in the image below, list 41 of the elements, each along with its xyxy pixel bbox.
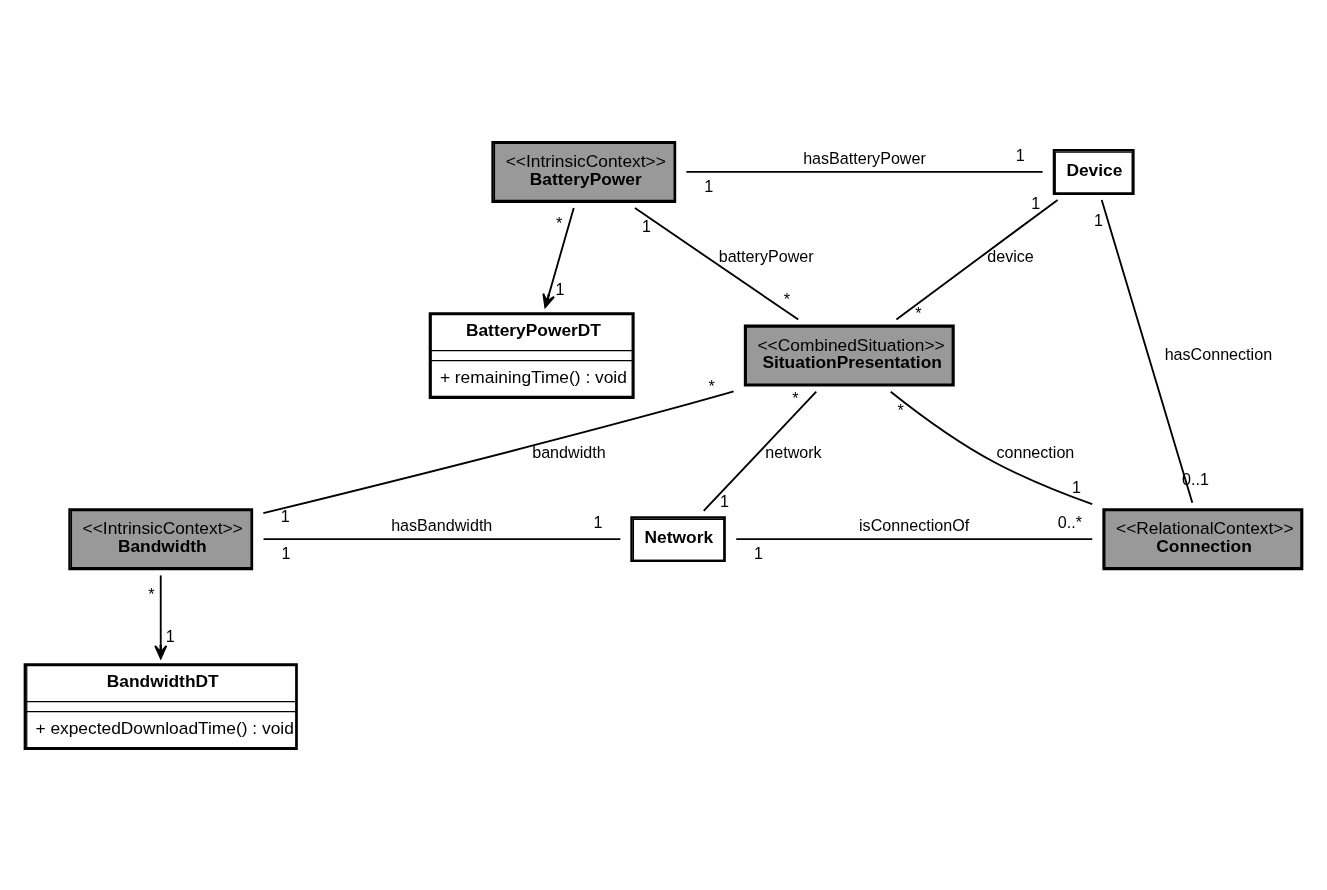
- label: *: [792, 388, 799, 407]
- edge-label: connection: [996, 442, 1075, 461]
- label: *: [897, 400, 904, 419]
- connector: [1100, 198, 1194, 504]
- arrow: [154, 574, 168, 659]
- label: *: [915, 303, 922, 322]
- label: *: [555, 213, 563, 232]
- label: 1: [1015, 145, 1025, 163]
- edge-label: device: [987, 246, 1034, 265]
- edge-label: isConnectionOf: [859, 515, 970, 534]
- connector: [735, 537, 1094, 540]
- connector: [262, 537, 622, 540]
- connector: [634, 206, 800, 320]
- label: 1: [1093, 210, 1103, 229]
- connector: [702, 390, 818, 512]
- label: 1: [165, 626, 175, 645]
- edge-label: batteryPower: [718, 246, 814, 265]
- label: *: [148, 584, 155, 603]
- label: 1: [280, 506, 290, 525]
- label: 1: [1031, 193, 1041, 212]
- label: 0..*: [1057, 512, 1082, 531]
- label: 1: [281, 543, 291, 562]
- connector: [262, 390, 735, 514]
- edge-label: network: [765, 442, 822, 461]
- connector: [889, 390, 1094, 505]
- label: 1: [754, 543, 764, 562]
- label: *: [708, 376, 715, 395]
- edge-label: hasBandwidth: [391, 515, 493, 534]
- label: 1: [641, 216, 651, 235]
- label: 1: [593, 512, 603, 531]
- connector: [685, 170, 1044, 173]
- label: 1: [720, 491, 729, 510]
- edge-label: hasConnection: [1164, 344, 1273, 363]
- label: 1: [555, 279, 565, 298]
- arrow: [542, 206, 575, 308]
- label: *: [783, 289, 790, 308]
- edge-label: hasBatteryPower: [803, 148, 926, 167]
- label: 1: [704, 176, 714, 195]
- connector: [895, 198, 1059, 320]
- label: 1: [1071, 477, 1081, 496]
- edge-label: bandwidth: [532, 442, 606, 461]
